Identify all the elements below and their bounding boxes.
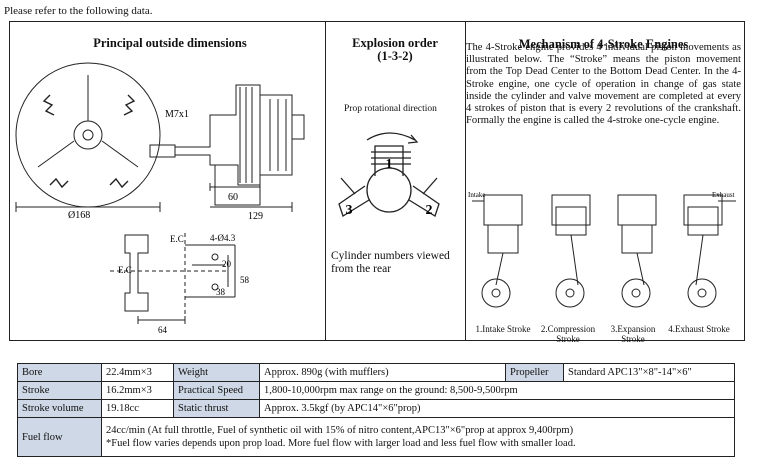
cyl-label-1: 1 [386, 157, 393, 172]
stroke-caption-1: 1.Intake Stroke [475, 324, 531, 334]
table-row: Fuel flow 24cc/min (At full throttle, Fu… [17, 417, 735, 457]
mechanism-text: The 4-Stroke engine provides 4 individua… [466, 42, 741, 127]
cyl-label-3: 3 [346, 203, 353, 218]
table-row: Stroke volume 19.18cc Static thrust Appr… [17, 399, 735, 418]
diagram-panel [9, 21, 745, 341]
dims-title: Principal outside dimensions [93, 36, 247, 50]
intro-text: Please refer to the following data. [4, 5, 153, 17]
label-d58: 58 [240, 275, 250, 285]
divider-2 [465, 22, 466, 340]
stroke-illustration: Intake Exhaust [468, 191, 736, 308]
mechanism-title: Mechanism of 4-Stroke Engines [518, 37, 689, 51]
cylinder-diagram: 1 3 2 [338, 132, 440, 218]
label-d20: 20 [222, 259, 232, 269]
divider-1 [325, 22, 326, 340]
table-row: Bore 22.4mm×3 Weight Approx. 890g (with … [17, 363, 735, 382]
fuel-line-1: 24cc/min (At full throttle, Fuel of synt… [106, 425, 574, 436]
label-d64: 64 [158, 325, 168, 335]
explosion-sub: (1-3-2) [377, 49, 413, 63]
label-dia168: Ø168 [68, 210, 90, 221]
table-row: Stroke 16.2mm×3 Practical Speed 1,800-10… [17, 381, 735, 400]
intake-label: Intake [468, 191, 486, 199]
cylinder-note: Cylinder numbers viewed from the rear [331, 250, 450, 275]
speed-value: 1,800-10,000rpm max range on the ground:… [259, 381, 735, 400]
label-ec-top: E.C [170, 234, 184, 244]
label-d129: 129 [248, 211, 263, 222]
cyl-label-2: 2 [426, 203, 433, 218]
bore-label: Bore [17, 363, 102, 382]
stroke-caption-4: 4.Exhaust Stroke [668, 324, 730, 334]
bore-value: 22.4mm×3 [101, 363, 174, 382]
volume-label: Stroke volume [17, 399, 102, 418]
label-d60: 60 [228, 192, 238, 203]
propeller-value: Standard APC13"×8"-14"×6" [563, 363, 735, 382]
spec-table: Bore 22.4mm×3 Weight Approx. 890g (with … [17, 363, 735, 457]
fuel-line-2: *Fuel flow varies depends upon prop load… [106, 438, 576, 449]
propeller-label: Propeller [505, 363, 564, 382]
thrust-label: Static thrust [173, 399, 260, 418]
weight-label: Weight [173, 363, 260, 382]
label-holes: 4-Ø4.3 [210, 233, 236, 243]
label-d38: 38 [216, 287, 226, 297]
stroke-value: 16.2mm×3 [101, 381, 174, 400]
label-ec-left: E.C [118, 265, 132, 275]
weight-value: Approx. 890g (with mufflers) [259, 363, 506, 382]
label-m7: M7x1 [165, 109, 189, 120]
volume-value: 19.18cc [101, 399, 174, 418]
stroke-caption-3: 3.Expansion Stroke [610, 324, 656, 344]
speed-label: Practical Speed [173, 381, 260, 400]
stroke-caption-2: 2.Compression Stroke [540, 324, 596, 344]
stroke-label: Stroke [17, 381, 102, 400]
fuel-value: 24cc/min (At full throttle, Fuel of synt… [101, 417, 735, 457]
exhaust-label: Exhaust [712, 191, 735, 199]
fuel-label: Fuel flow [17, 417, 102, 457]
thrust-value: Approx. 3.5kgf (by APC14"×6"prop) [259, 399, 735, 418]
dimensions-drawing: M7x1 Ø168 60 129 E.C 4-Ø4.3 20 38 58 E.C… [15, 62, 305, 335]
rotation-label: Prop rotational direction [344, 104, 437, 114]
explosion-title: Explosion order [352, 36, 438, 50]
